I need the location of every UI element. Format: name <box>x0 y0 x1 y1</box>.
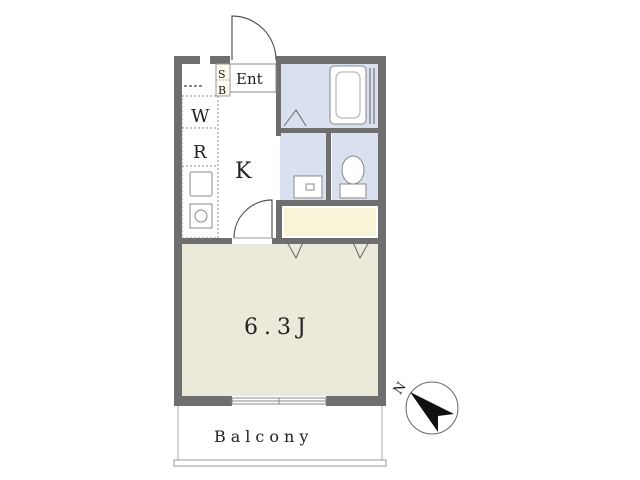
shoe-box-label-b: B <box>218 84 226 97</box>
kitchen-label: K <box>235 159 252 184</box>
stove <box>189 203 213 229</box>
shoe-box-label-s: S <box>218 68 226 81</box>
kitchen-sink <box>189 171 213 197</box>
kitchen-counter <box>181 95 219 239</box>
bathtub <box>329 65 367 125</box>
closet-door-left[interactable] <box>285 239 305 260</box>
entrance-door[interactable] <box>231 15 277 61</box>
toilet-tank <box>339 183 367 199</box>
closet-floor <box>284 208 376 236</box>
main-room-floor <box>182 244 378 396</box>
main-room-size-unit: J <box>295 315 312 340</box>
main-room-size-dot: . <box>264 315 277 340</box>
burner-icon <box>194 209 208 223</box>
main-room-size-decimal: 3 <box>277 315 297 340</box>
balcony-window <box>231 397 327 405</box>
north-arrow-icon <box>410 392 454 432</box>
closet-door-right[interactable] <box>351 239 371 260</box>
entrance-label: Ent <box>236 70 263 88</box>
wash-basin <box>293 175 323 199</box>
balcony <box>173 406 387 467</box>
fridge-label: R <box>193 142 207 163</box>
room-door[interactable] <box>233 199 273 239</box>
north-label: N <box>391 380 410 398</box>
bathroom-door[interactable] <box>283 109 307 127</box>
main-room-label: 6.3J <box>244 315 312 340</box>
compass: N <box>391 380 459 435</box>
toilet-icon <box>341 155 365 185</box>
main-room-size-digit: 6 <box>244 315 264 340</box>
walls <box>174 56 386 406</box>
washer-label: W <box>191 106 210 127</box>
balcony-label: Balcony <box>214 427 313 446</box>
